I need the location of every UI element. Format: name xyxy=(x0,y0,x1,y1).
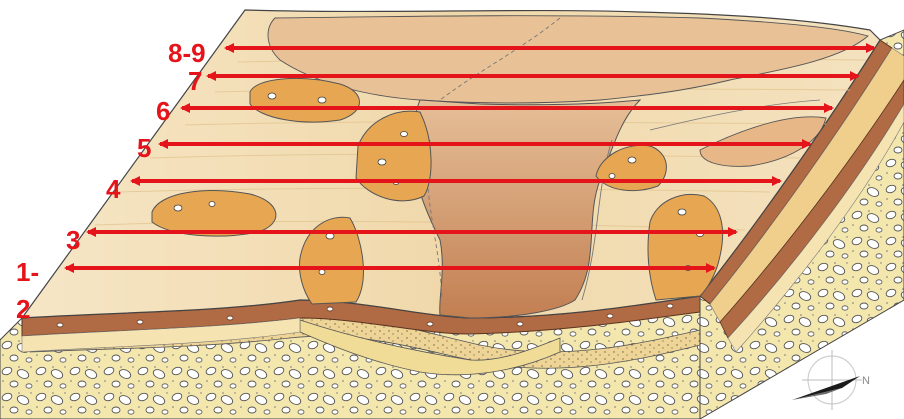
label-7: 7 xyxy=(188,66,202,96)
label-4: 4 xyxy=(106,174,121,204)
label-1-2-line2: 2 xyxy=(16,294,30,324)
lens-left xyxy=(152,191,276,237)
label-6: 6 xyxy=(156,96,170,126)
label-3: 3 xyxy=(66,225,80,255)
label-1-2-line1: 1- xyxy=(16,257,39,287)
label-8-9: 8-9 xyxy=(168,38,206,68)
compass-north-label: N xyxy=(862,375,870,387)
label-5: 5 xyxy=(137,133,151,163)
